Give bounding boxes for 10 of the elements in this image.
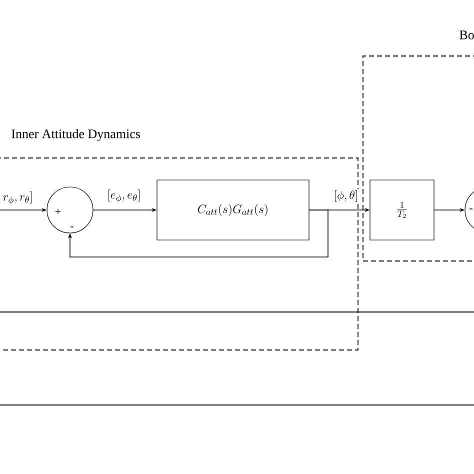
edge-label: $[e_{\phi}, e_{\theta}]$: [106, 188, 142, 204]
transfer-function-block: $C_{att}(s)G_{att}(s)$: [156, 180, 310, 240]
edge-label: $r_{\phi}, r_{\theta}]$: [2, 190, 34, 206]
node-label: Bo: [460, 30, 474, 40]
node-label: Inner Attitude Dynamics: [12, 129, 140, 141]
arrow: [68, 210, 328, 258]
edge-label: $[\phi, \theta]$: [332, 189, 360, 203]
summing-junction: + -: [46, 186, 94, 234]
transfer-function-block: $\frac{1}{T_2}$: [370, 180, 434, 240]
summing-junction: -: [464, 186, 474, 234]
